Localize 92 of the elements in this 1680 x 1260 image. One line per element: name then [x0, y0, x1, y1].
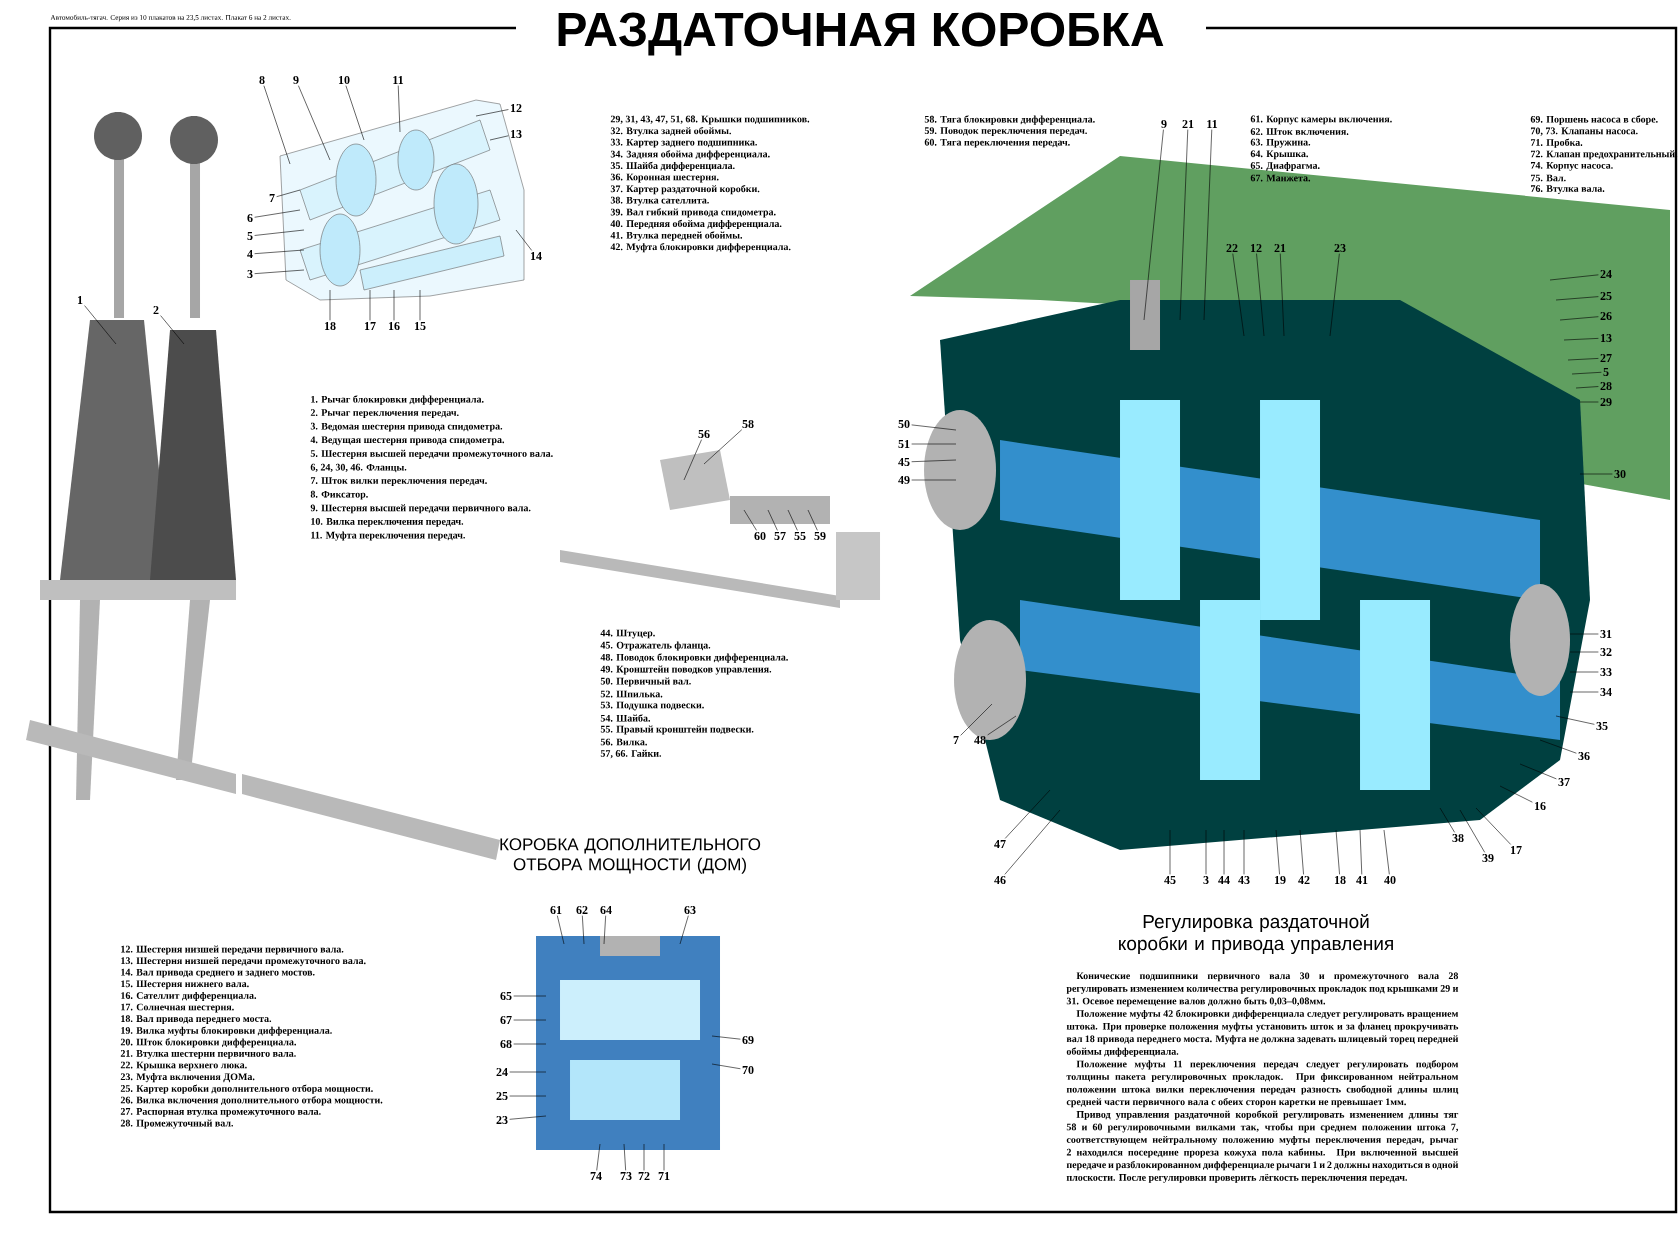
leader-line — [663, 1143, 665, 1171]
leader-line — [1563, 338, 1599, 341]
leader-line — [1559, 316, 1599, 321]
leader-line — [509, 1115, 547, 1120]
leader-line — [1579, 473, 1613, 475]
leader-line — [911, 424, 957, 431]
leader-line — [1143, 129, 1164, 321]
leader-line — [419, 289, 421, 321]
linkage-drawing — [660, 450, 830, 524]
section-heading: Регулировка раздаточной коробки и привода управления — [1119, 914, 1393, 955]
leader-line — [1169, 829, 1171, 875]
leader-line — [254, 249, 305, 254]
leader-line — [807, 509, 818, 531]
leader-line — [703, 429, 743, 465]
leader-line — [1243, 829, 1245, 875]
leader-line — [643, 1143, 645, 1171]
leader-line — [513, 995, 547, 997]
leader-line — [489, 135, 509, 141]
leader-line — [603, 915, 606, 945]
leader-line — [1004, 789, 1051, 839]
leader-line — [911, 459, 957, 463]
leader-line — [254, 209, 301, 218]
leader-line — [911, 479, 957, 481]
leader-line — [1232, 253, 1245, 337]
leader-line — [369, 289, 371, 321]
pto-drawing — [536, 936, 720, 1150]
leader-line — [1555, 715, 1595, 725]
leader-line — [1299, 829, 1304, 875]
leader-line — [1575, 386, 1599, 389]
leader-line — [1256, 253, 1265, 337]
leader-line — [1359, 829, 1363, 875]
leader-line — [582, 915, 585, 945]
leader-line — [84, 305, 117, 345]
leader-line — [515, 229, 533, 251]
leader-line — [1383, 829, 1390, 875]
leader-line — [1439, 807, 1455, 833]
leader-line — [1569, 633, 1599, 635]
leader-line — [1567, 358, 1599, 361]
leader-line — [1335, 829, 1340, 875]
leader-line — [397, 85, 401, 133]
leader-line — [1549, 274, 1599, 281]
leader-line — [1223, 829, 1225, 875]
leader-line — [513, 1019, 547, 1021]
leader-line — [1579, 401, 1599, 403]
leader-line — [345, 85, 365, 141]
leader-line — [1279, 253, 1285, 337]
leader-line — [683, 439, 702, 481]
leader-line — [711, 1063, 741, 1070]
leader-line — [513, 1043, 547, 1045]
leader-line — [393, 289, 395, 321]
leader-line — [743, 509, 757, 531]
leader-line — [1519, 763, 1557, 780]
leader-line — [1569, 691, 1599, 693]
leader-line — [329, 289, 331, 321]
leader-line — [987, 715, 1017, 736]
leader-line — [1569, 651, 1599, 653]
leader-line — [1275, 829, 1280, 875]
leader-line — [960, 703, 993, 736]
leader-line — [623, 1143, 626, 1171]
leader-line — [1329, 253, 1340, 337]
leader-line — [679, 915, 689, 945]
leader-line — [276, 189, 301, 197]
gear-train-drawing — [279, 99, 525, 301]
leader-line — [787, 509, 798, 531]
leader-line — [1459, 809, 1486, 853]
section-heading: КОРОБКА ДОПОЛНИТЕЛЬНОГО ОТБОРА МОЩНОСТИ (ДОМ) — [500, 838, 761, 874]
leader-line — [254, 229, 305, 236]
leader-line — [1571, 371, 1602, 375]
leader-line — [1555, 296, 1599, 301]
leader-line — [1004, 809, 1061, 875]
leader-line — [767, 509, 778, 531]
leader-line — [557, 915, 565, 945]
leader-line — [509, 1095, 547, 1097]
leader-line — [1475, 807, 1511, 845]
leader-line — [711, 1035, 741, 1040]
leader-line — [1203, 129, 1213, 321]
leader-line — [298, 85, 331, 161]
leader-line — [911, 443, 957, 445]
poster-title: РАЗДАТОЧНАЯ КОРОБКА — [558, 12, 1164, 56]
leader-line — [1179, 129, 1189, 321]
leader-line — [1569, 671, 1599, 673]
leader-line — [254, 269, 305, 274]
leader-line — [160, 315, 185, 345]
leader-line — [1539, 739, 1577, 754]
transfer-case-drawing — [910, 156, 1670, 850]
leader-line — [1499, 785, 1533, 803]
leader-line — [509, 1071, 547, 1073]
leader-line — [1205, 829, 1207, 875]
lever-drawing — [26, 320, 236, 800]
leader-line — [263, 85, 291, 165]
leader-line — [596, 1143, 601, 1171]
leader-line — [475, 109, 509, 117]
